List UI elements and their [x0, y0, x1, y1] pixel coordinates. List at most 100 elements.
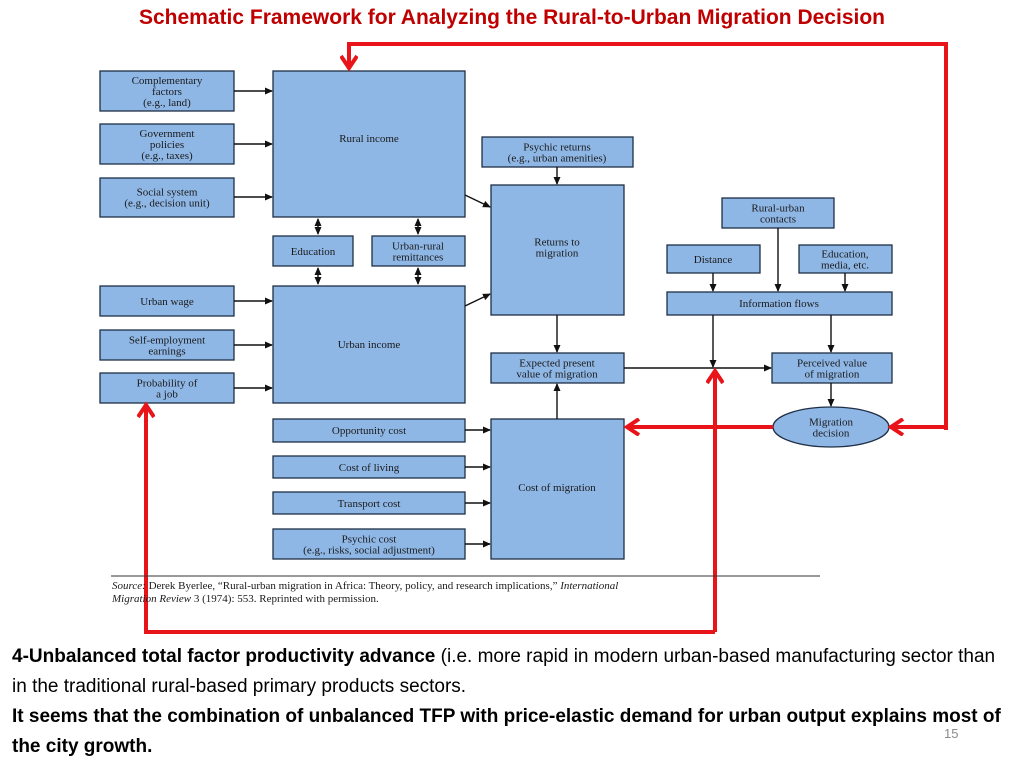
- box-label-line: a job: [156, 389, 178, 401]
- box-label-line: contacts: [760, 214, 796, 226]
- box-education: Education: [272, 235, 354, 267]
- box-psychic-returns: Psychic returns(e.g., urban amenities): [481, 136, 634, 168]
- svg-text:Education: Education: [291, 246, 336, 258]
- box-label-line: (e.g., land): [143, 97, 191, 109]
- box-cost-of-migration: Cost of migration: [490, 418, 625, 560]
- svg-text:Social system(e.g., decision u: Social system(e.g., decision unit): [124, 187, 210, 210]
- box-label-line: Psychic cost: [342, 534, 397, 546]
- box-urban-wage: Urban wage: [99, 285, 235, 317]
- box-label-line: Psychic returns: [523, 142, 591, 154]
- box-label-line: Government: [140, 128, 195, 140]
- svg-text:Urban wage: Urban wage: [140, 296, 194, 308]
- box-label-line: Social system: [137, 187, 198, 199]
- svg-text:Distance: Distance: [694, 254, 733, 266]
- box-label-line: remittances: [393, 252, 444, 264]
- svg-text:Probability ofa job: Probability ofa job: [137, 378, 198, 401]
- source-citation: Source: Derek Byerlee, “Rural-urban migr…: [111, 575, 820, 605]
- box-label-line: Returns to: [534, 237, 580, 249]
- box-label-line: media, etc.: [821, 260, 869, 272]
- svg-text:Source: Derek Byerlee, “Rural-: Source: Derek Byerlee, “Rural-urban migr…: [112, 580, 618, 592]
- box-label-line: Cost of migration: [518, 482, 596, 494]
- box-label-line: Perceived value: [797, 358, 867, 370]
- flow-arrows: [234, 87, 849, 548]
- box-opportunity-cost: Opportunity cost: [272, 418, 466, 443]
- box-label-line: (e.g., taxes): [141, 150, 193, 162]
- svg-text:Cost of migration: Cost of migration: [518, 482, 596, 494]
- bottom-normal-text: (i.e. more rapid in modern urban-based m…: [12, 646, 996, 697]
- box-label-line: Migration: [809, 417, 853, 429]
- source-label: Source:: [112, 580, 146, 592]
- box-urban-income: Urban income: [272, 285, 466, 404]
- box-label-line: Complementary: [132, 75, 203, 87]
- svg-text:Information flows: Information flows: [739, 298, 819, 310]
- box-information-flows: Information flows: [666, 291, 893, 316]
- box-label-line: earnings: [148, 346, 185, 358]
- box-label-line: Rural-urban: [751, 203, 805, 215]
- svg-text:Education,media, etc.: Education,media, etc.: [821, 249, 869, 272]
- box-label-line: migration: [536, 248, 579, 260]
- box-label-line: Urban-rural: [392, 241, 444, 253]
- svg-text:Cost of living: Cost of living: [339, 462, 400, 474]
- box-label-line: Opportunity cost: [332, 425, 406, 437]
- page-number: 15: [944, 726, 959, 741]
- svg-text:Migration Review 3 (1974): 553: Migration Review 3 (1974): 553. Reprinte…: [111, 593, 379, 605]
- bottom-bold-lead: 4-Unbalanced total factor productivity a…: [12, 646, 436, 667]
- box-label-line: (e.g., decision unit): [124, 198, 210, 210]
- box-label-line: Self-employment: [129, 335, 205, 347]
- box-label-line: Transport cost: [338, 498, 401, 510]
- svg-text:Psychic returns(e.g., urban am: Psychic returns(e.g., urban amenities): [508, 142, 607, 165]
- svg-text:Urban income: Urban income: [338, 339, 401, 351]
- box-social-system: Social system(e.g., decision unit): [99, 177, 235, 218]
- box-label-line: value of migration: [516, 369, 598, 381]
- box-label-line: (e.g., urban amenities): [508, 153, 607, 165]
- svg-text:Opportunity cost: Opportunity cost: [332, 425, 406, 437]
- feedback-arrows: [146, 42, 948, 634]
- svg-text:Rural income: Rural income: [339, 133, 399, 145]
- box-label-line: factors: [152, 86, 182, 98]
- box-label-line: Probability of: [137, 378, 198, 390]
- svg-text:Transport cost: Transport cost: [338, 498, 401, 510]
- box-label-line: Distance: [694, 254, 733, 266]
- box-label-line: of migration: [805, 369, 860, 381]
- box-label-line: decision: [813, 428, 850, 440]
- box-rural-income: Rural income: [272, 70, 466, 218]
- box-distance: Distance: [666, 244, 761, 274]
- box-label-line: Education,: [821, 249, 869, 261]
- box-label-line: (e.g., risks, social adjustment): [303, 545, 435, 557]
- box-education-media: Education,media, etc.: [798, 244, 893, 274]
- box-cost-of-living: Cost of living: [272, 455, 466, 479]
- bottom-bold-line: It seems that the combination of unbalan…: [12, 706, 1001, 757]
- box-label-line: Rural income: [339, 133, 399, 145]
- box-label-line: Information flows: [739, 298, 819, 310]
- svg-text:Psychic cost(e.g., risks, soci: Psychic cost(e.g., risks, social adjustm…: [303, 534, 435, 557]
- box-psychic-cost: Psychic cost(e.g., risks, social adjustm…: [272, 528, 466, 560]
- box-label-line: Urban income: [338, 339, 401, 351]
- box-label-line: Education: [291, 246, 336, 258]
- box-label-line: Urban wage: [140, 296, 194, 308]
- box-label-line: policies: [150, 139, 184, 151]
- bottom-text: 4-Unbalanced total factor productivity a…: [12, 642, 1012, 762]
- box-transport-cost: Transport cost: [272, 491, 466, 515]
- box-label-line: Cost of living: [339, 462, 400, 474]
- slide-title: Schematic Framework for Analyzing the Ru…: [138, 6, 885, 29]
